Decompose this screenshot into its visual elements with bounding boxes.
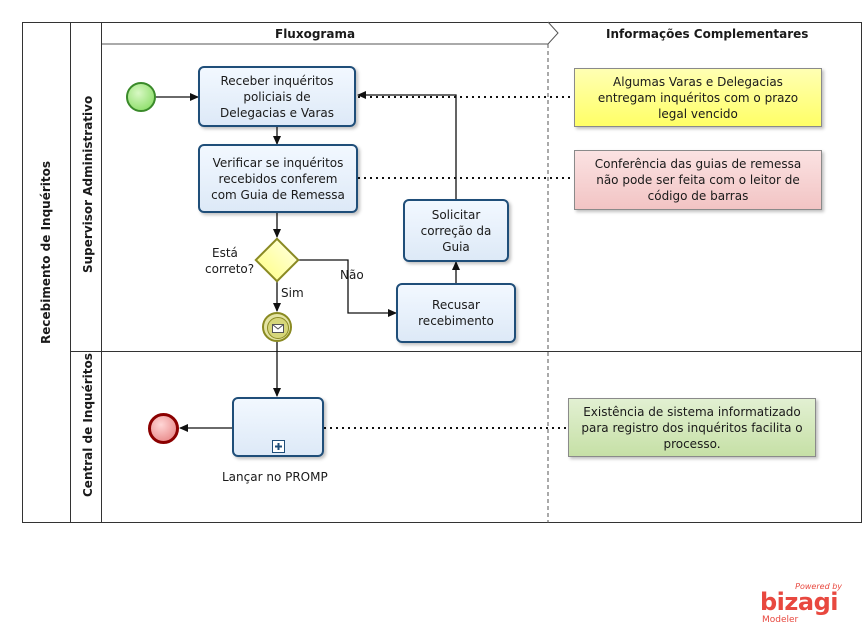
task-solicitar-correcao[interactable]: Solicitar correção da Guia (403, 199, 509, 262)
note-2-line-1: Conferência das guias de remessa (594, 157, 802, 171)
subprocess-label: Lançar no PROMP (222, 470, 328, 484)
task-verificar-line-1: Verificar se inquéritos (212, 155, 344, 170)
intermediate-message-event[interactable] (262, 312, 292, 342)
gateway-label-no: Não (340, 268, 364, 282)
note-1-line-1: Algumas Varas e Delegacias (613, 74, 783, 89)
subprocess-expand-icon[interactable] (272, 440, 285, 453)
flow-solicitar-receber (357, 91, 457, 199)
gateway-label-yes: Sim (281, 286, 304, 300)
note-sistema-informatizado: Existência de sistema informatizado para… (568, 398, 816, 457)
task-receber-inqueritos[interactable]: Receber inquéritos policiais de Delegaci… (198, 66, 356, 127)
start-event[interactable] (126, 82, 156, 112)
pool-title-divider (70, 22, 71, 523)
end-event[interactable] (148, 413, 179, 444)
task-receber-line-3: Delegacias e Varas (219, 105, 335, 120)
note-leitor-codigo-barras: Conferência das guias de remessa não pod… (574, 150, 822, 210)
note-2-line-3: código de barras (647, 189, 749, 203)
note-2-line-2: não pode ser feita com o leitor de (596, 173, 800, 187)
pool (22, 22, 862, 523)
flow-gateway-recusar (298, 259, 397, 317)
column-header-info: Informações Complementares (606, 27, 809, 41)
task-recusar-recebimento[interactable]: Recusar recebimento (396, 283, 516, 343)
task-solicitar-line-3: Guia (442, 239, 470, 254)
task-receber-line-1: Receber inquéritos (220, 73, 334, 88)
gateway-question-line-2: correto? (205, 262, 255, 276)
task-recusar-line-1: Recusar (432, 298, 480, 312)
gateway-question-line-1: Está (212, 246, 238, 260)
branding-logo: bizagi (760, 588, 838, 616)
task-verificar-line-2: recebidos conferem (218, 171, 338, 186)
task-verificar-line-3: com Guia de Remessa (211, 187, 345, 202)
subprocess-lancar-promp[interactable] (232, 397, 324, 457)
task-receber-line-2: policiais de (243, 89, 311, 104)
task-recusar-line-2: recebimento (418, 314, 494, 328)
note-3-line-2: para registro dos inquéritos facilita o (581, 420, 803, 435)
branding-powered-by: Powered by (795, 582, 842, 591)
bizagi-branding: Powered by bizagi Modeler (760, 582, 846, 626)
branding-product: Modeler (762, 615, 799, 625)
note-3-line-3: processo. (663, 436, 721, 451)
lane-divider (70, 351, 862, 352)
lane-label-divider (101, 22, 102, 523)
column-header-flow: Fluxograma (275, 27, 356, 41)
task-solicitar-line-2: correção da (420, 223, 492, 238)
note-prazo-vencido: Algumas Varas e Delegacias entregam inqu… (574, 68, 822, 127)
envelope-icon (272, 323, 284, 333)
task-solicitar-line-1: Solicitar (431, 207, 481, 222)
task-verificar-inqueritos[interactable]: Verificar se inquéritos recebidos confer… (198, 144, 358, 213)
column-separator-header-line (102, 21, 559, 45)
note-1-line-3: legal vencido (658, 106, 738, 121)
note-3-line-1: Existência de sistema informatizado (583, 404, 801, 419)
note-1-line-2: entregam inquéritos com o prazo (597, 90, 799, 105)
